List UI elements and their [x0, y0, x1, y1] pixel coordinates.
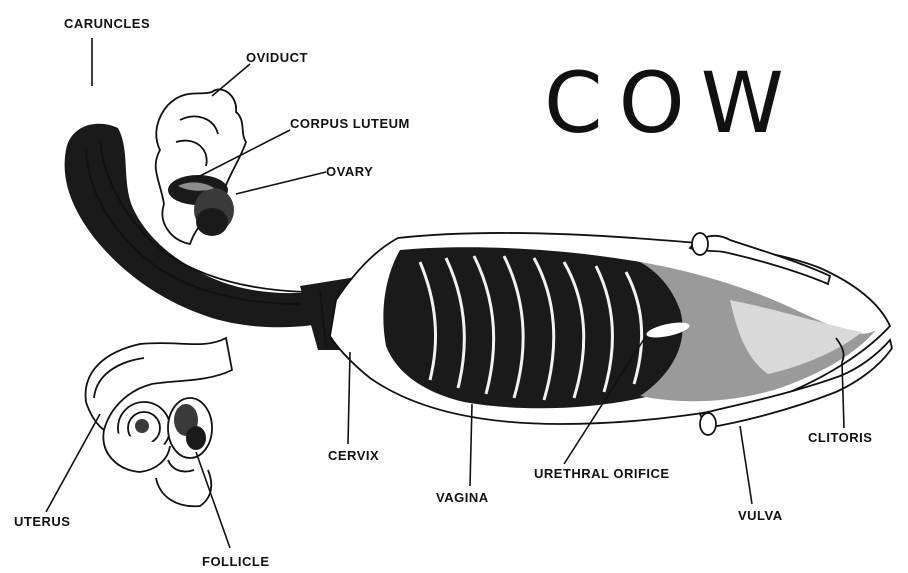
label-urethral-orifice: URETHRAL ORIFICE	[534, 466, 670, 481]
leader-oviduct	[212, 64, 250, 96]
label-corpus-luteum: CORPUS LUTEUM	[290, 116, 410, 131]
leader-cervix	[348, 352, 350, 444]
leader-ovary	[236, 172, 326, 194]
label-follicle: FOLLICLE	[202, 554, 270, 569]
leader-vulva	[740, 426, 752, 504]
label-uterus: UTERUS	[14, 514, 70, 529]
vulva-lip-edge-top	[692, 233, 708, 255]
leader-clitoris	[842, 362, 844, 428]
uterus	[86, 338, 232, 472]
label-caruncles: CARUNCLES	[64, 16, 150, 31]
label-ovary: OVARY	[326, 164, 373, 179]
leader-uterus	[46, 414, 100, 512]
label-oviduct: OVIDUCT	[246, 50, 308, 65]
label-clitoris: CLITORIS	[808, 430, 872, 445]
label-vulva: VULVA	[738, 508, 783, 523]
vulva-lip-edge-bottom	[700, 413, 716, 435]
label-vagina: VAGINA	[436, 490, 489, 505]
diagram-title: COW	[544, 54, 800, 152]
label-cervix: CERVIX	[328, 448, 379, 463]
